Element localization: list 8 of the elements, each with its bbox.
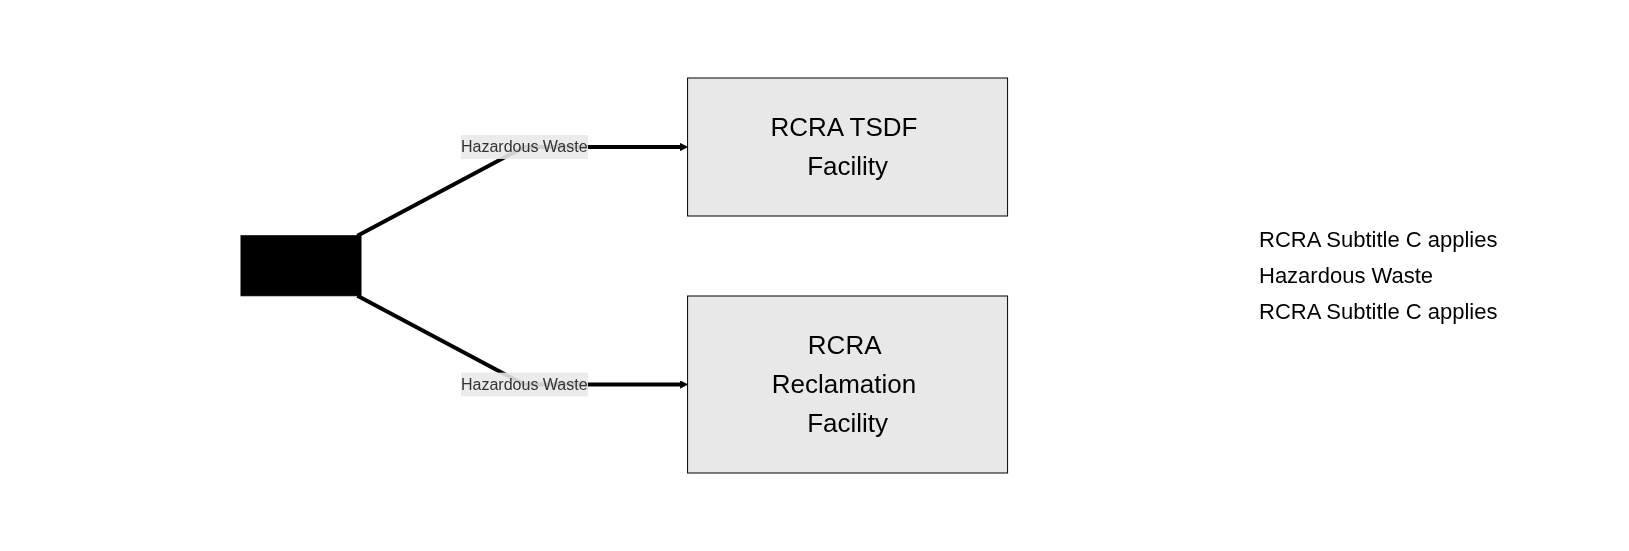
node-box <box>240 235 362 297</box>
edge-label: Hazardous Waste <box>461 375 588 393</box>
node-box: RCRA TSDF Facility <box>687 77 1009 217</box>
note-text: RCRA Subtitle C applies <box>1259 226 1499 253</box>
edge-label: Hazardous Waste <box>461 138 588 155</box>
node-box: RCRA Reclamation Facility <box>687 295 1009 474</box>
note-text: RCRA Subtitle C applies <box>1259 298 1499 325</box>
note-text: Hazardous Waste <box>1259 262 1435 289</box>
